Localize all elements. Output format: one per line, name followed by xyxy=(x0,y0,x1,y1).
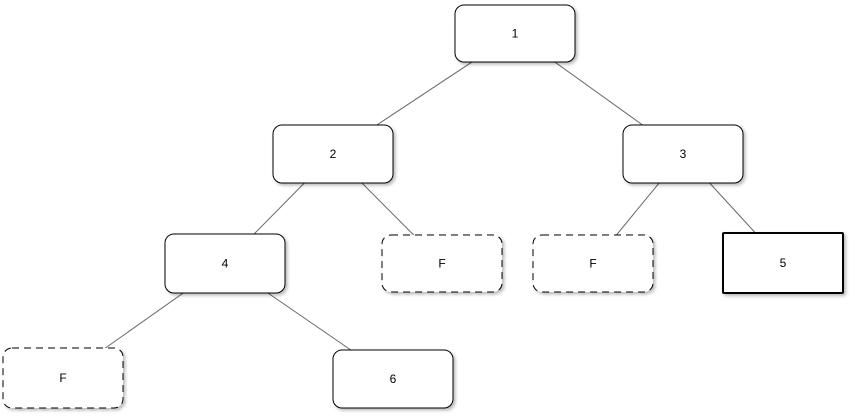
tree-node-f-3: F xyxy=(532,234,654,293)
tree-node-1: 1 xyxy=(454,4,576,63)
node-5-box xyxy=(722,232,844,294)
node-4-box xyxy=(164,233,286,294)
node-3-label: 3 xyxy=(680,147,687,161)
node-2-label: 2 xyxy=(330,147,337,161)
node-f-4-label: F xyxy=(59,371,66,385)
tree-node-5: 5 xyxy=(722,232,844,294)
node-5-label: 5 xyxy=(780,256,787,270)
node-3-box xyxy=(622,124,744,184)
tree-node-f-2: F xyxy=(381,234,503,293)
node-6-box xyxy=(332,349,454,409)
node-f-3-label: F xyxy=(589,257,596,271)
tree-node-f-4: F xyxy=(2,347,124,409)
tree-node-4: 4 xyxy=(164,233,286,294)
node-f-2-label: F xyxy=(438,257,445,271)
edge-layer xyxy=(62,33,784,380)
node-f-2-box xyxy=(381,234,503,293)
node-f-3-box xyxy=(532,234,654,293)
node-2-box xyxy=(272,124,394,184)
tree-node-6: 6 xyxy=(332,349,454,409)
node-6-label: 6 xyxy=(390,372,397,386)
node-1-label: 1 xyxy=(512,27,519,41)
tree-node-2: 2 xyxy=(272,124,394,184)
tree-node-3: 3 xyxy=(622,124,744,184)
node-1-box xyxy=(454,4,576,63)
node-f-4-box xyxy=(2,347,124,409)
node-4-label: 4 xyxy=(222,257,229,271)
